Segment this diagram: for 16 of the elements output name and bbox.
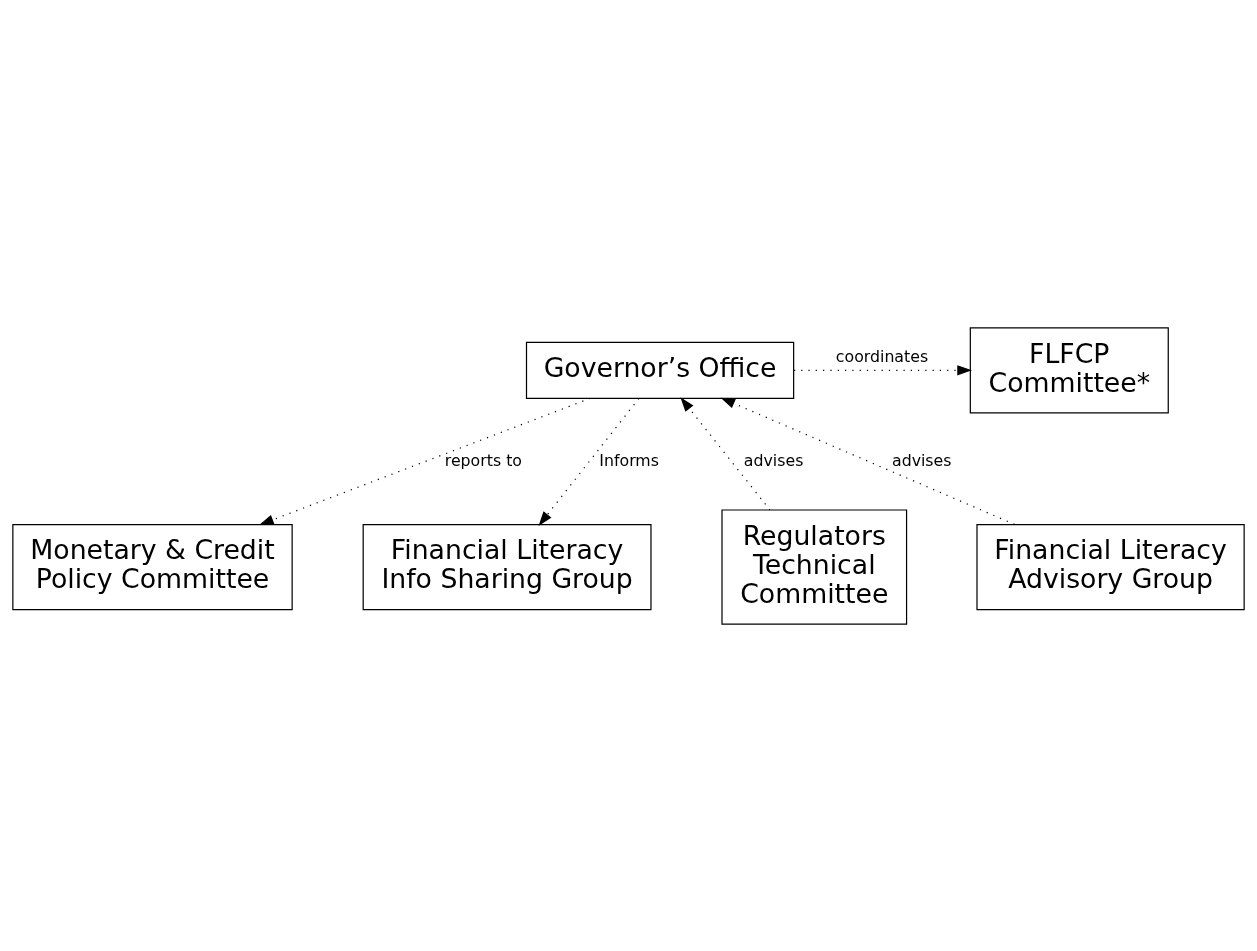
arrow — [680, 396, 771, 511]
edge-label: reports to — [444, 450, 522, 470]
node-box: Monetary & Credit Policy Committee — [12, 523, 293, 610]
arrow — [538, 397, 640, 526]
node-box: Regulators Technical Committee — [721, 508, 908, 625]
node-box: Financial Literacy Info Sharing Group — [362, 523, 652, 610]
arrow — [259, 397, 591, 525]
node-box: Governor’s Office — [525, 341, 795, 399]
arrow — [720, 397, 1016, 525]
edge-label: advises — [891, 450, 952, 470]
edge-label: advises — [743, 450, 804, 470]
node-box: Financial Literacy Advisory Group — [976, 523, 1245, 610]
node-box: FLFCP Committee* — [969, 326, 1169, 413]
arrow — [793, 364, 972, 375]
edge-label: coordinates — [835, 346, 929, 366]
edge-label: Informs — [599, 450, 659, 470]
